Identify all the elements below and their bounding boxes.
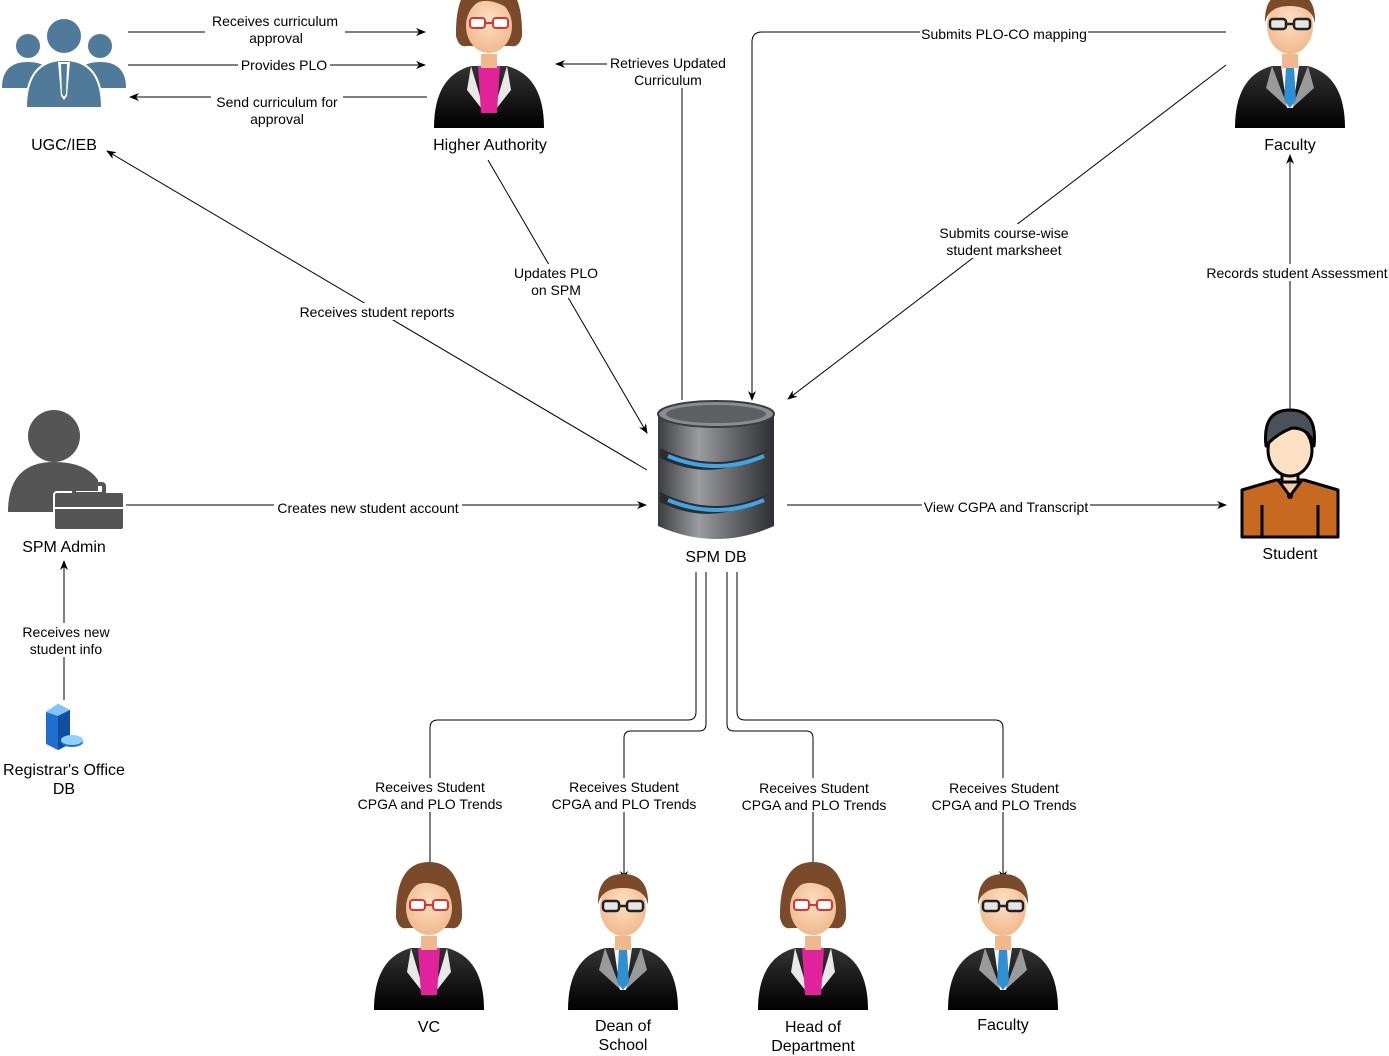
edge-label: Updates PLO: [514, 265, 598, 281]
node-student[interactable]: Student: [1240, 408, 1340, 563]
node-label: Faculty: [977, 1017, 1029, 1034]
node-label: Dean of: [595, 1018, 652, 1035]
edge-trends-dean: [620, 572, 707, 881]
edge-trends-vc: [426, 572, 697, 881]
node-faculty-top[interactable]: Faculty: [1233, 0, 1347, 154]
student-icon: [1240, 408, 1340, 539]
edge-label: CPGA and PLO Trends: [358, 796, 503, 812]
edge-label: Receives Student: [759, 780, 869, 796]
edge-labels: Receives curriculum approval Provides PL…: [18, 12, 1389, 813]
businessman-icon: [566, 872, 680, 1012]
businessman-icon: [946, 872, 1060, 1012]
edge-label: Receives curriculum: [212, 13, 338, 29]
node-label: Higher Authority: [433, 137, 547, 154]
edge-label: Receives Student: [569, 779, 679, 795]
node-label: VC: [418, 1019, 440, 1036]
server-icon: [46, 704, 83, 750]
edge-label: CPGA and PLO Trends: [552, 796, 697, 812]
edge-plo-co-mapping: [748, 31, 1226, 401]
edge-label: Records student Assessment: [1206, 265, 1387, 281]
node-label: Department: [771, 1038, 855, 1055]
node-label: SPM DB: [685, 549, 746, 566]
edge-label: Send curriculum for: [216, 94, 338, 110]
node-label: SPM Admin: [22, 539, 106, 556]
user-group-icon: [2, 17, 126, 109]
node-label: Student: [1262, 546, 1318, 563]
edge-label: Retrieves Updated: [610, 55, 726, 71]
node-label: DB: [53, 781, 75, 798]
edge-label: View CGPA and Transcript: [924, 499, 1089, 515]
edge-label: student marksheet: [946, 242, 1061, 258]
node-vc[interactable]: VC: [373, 861, 485, 1036]
businesswoman-icon: [373, 861, 485, 1011]
edge-label: on SPM: [531, 282, 581, 298]
edge-trends-hod: [726, 572, 817, 881]
edge-label: Provides PLO: [241, 57, 327, 73]
businesswoman-icon: [433, 0, 545, 129]
node-label: Faculty: [1264, 137, 1316, 154]
edge-label: Curriculum: [634, 72, 702, 88]
edge-label: Receives new: [22, 624, 110, 640]
node-label: Head of: [785, 1019, 842, 1036]
businesswoman-icon: [757, 861, 869, 1011]
node-registrar-db[interactable]: Registrar's Office DB: [3, 704, 125, 798]
node-hod[interactable]: Head of Department: [757, 861, 869, 1055]
edge-label: CPGA and PLO Trends: [742, 797, 887, 813]
node-faculty-bottom[interactable]: Faculty: [946, 872, 1060, 1034]
admin-briefcase-icon: [8, 410, 125, 531]
edge-trends-faculty: [736, 572, 1007, 881]
edge-label: Receives student reports: [300, 304, 455, 320]
edge-retrieves-curriculum: [555, 60, 683, 400]
node-dean[interactable]: Dean of School: [566, 872, 680, 1054]
edge-label: approval: [249, 30, 303, 46]
edge-label: approval: [250, 111, 304, 127]
edge-label: Receives Student: [949, 780, 1059, 796]
edge-label: CPGA and PLO Trends: [932, 797, 1077, 813]
node-higher-authority[interactable]: Higher Authority: [433, 0, 547, 154]
node-ugc[interactable]: UGC/IEB: [2, 17, 126, 154]
edge-label: Creates new student account: [277, 500, 458, 516]
node-spm-admin[interactable]: SPM Admin: [8, 410, 125, 556]
businessman-icon: [1233, 0, 1347, 130]
edge-label: Submits course-wise: [939, 225, 1068, 241]
edge-label: Receives Student: [375, 779, 485, 795]
node-label: Registrar's Office: [3, 762, 125, 779]
node-label: School: [599, 1037, 648, 1054]
database-icon: [657, 400, 775, 539]
edge-label: Submits PLO-CO mapping: [921, 26, 1087, 42]
node-spm-db[interactable]: SPM DB: [657, 400, 775, 566]
edge-label: student info: [30, 641, 103, 657]
node-label: UGC/IEB: [31, 137, 97, 154]
